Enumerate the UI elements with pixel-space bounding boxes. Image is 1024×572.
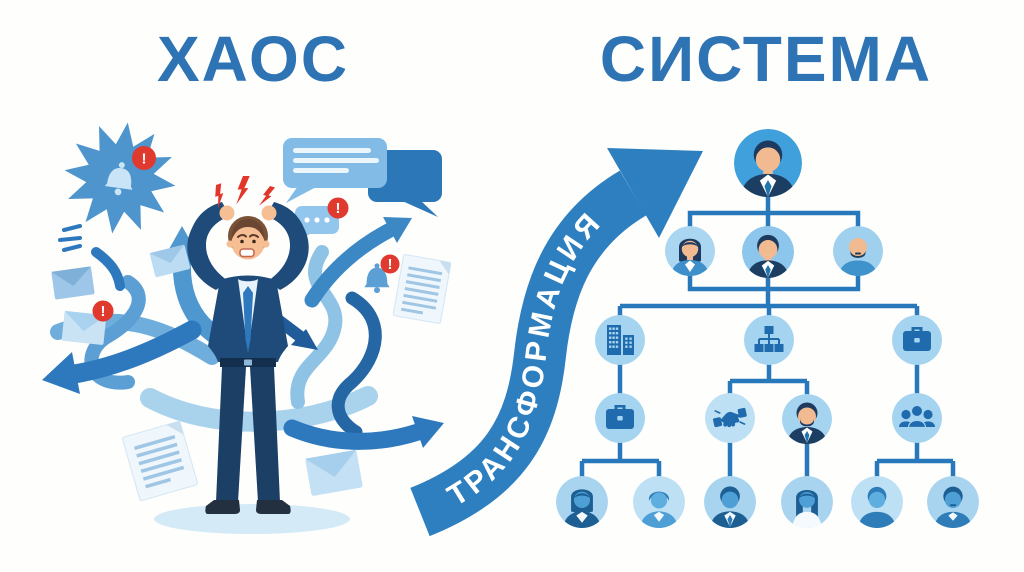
- eye: [240, 239, 244, 244]
- belt-buckle: [244, 359, 252, 366]
- arrowhead: [42, 352, 80, 394]
- node-team: [892, 393, 942, 443]
- node-circle: [892, 393, 942, 443]
- right-hand: [261, 205, 277, 221]
- node-employee-6: [927, 476, 979, 528]
- tangled-arrow: [84, 275, 146, 390]
- node-employee-5: [851, 476, 903, 528]
- envelope: [51, 266, 95, 300]
- node-ceo: [734, 129, 802, 198]
- org-connector: [874, 441, 956, 479]
- document: [392, 254, 452, 324]
- swoosh-line: [91, 247, 125, 291]
- speed-lines: [58, 224, 82, 252]
- node-manager-male: [742, 226, 794, 278]
- alert-glyph: !: [388, 256, 393, 273]
- fringe: [231, 219, 265, 240]
- alert-glyph: !: [101, 303, 106, 320]
- tangled-arrow: [304, 222, 398, 308]
- left-leg: [216, 367, 246, 502]
- node-employee-3: [704, 476, 756, 528]
- brow: [237, 234, 247, 238]
- node-employee-4: [781, 476, 833, 528]
- envelope-small: [149, 244, 191, 278]
- chat-bubble-light: [283, 138, 387, 203]
- brow: [249, 234, 259, 238]
- left-shoe: [205, 500, 240, 514]
- node-handshake: [705, 393, 755, 443]
- envelope-tilted: [305, 449, 363, 496]
- org-chart: [556, 129, 979, 528]
- tie: [243, 286, 253, 352]
- stressed-businessman: [187, 202, 309, 514]
- node-portfolio: [892, 315, 942, 365]
- right-leg: [250, 367, 280, 502]
- alert-glyph: !: [336, 200, 341, 217]
- arrowhead: [383, 217, 412, 243]
- tangled-arrow: [64, 320, 202, 384]
- stress-lightning: [215, 176, 276, 209]
- node-employee-2: [633, 476, 685, 528]
- node-employee-1: [556, 476, 608, 528]
- transformation-band: [409, 170, 647, 537]
- org-connector: [727, 363, 810, 403]
- alert-glyph: !: [142, 151, 147, 168]
- right-arm: [266, 202, 309, 290]
- alert-starburst-bell: [64, 122, 176, 234]
- arrowhead: [291, 329, 318, 350]
- alert-badge: !: [92, 300, 114, 322]
- bell-icon: [104, 162, 133, 196]
- system-title: СИСТЕМА: [599, 23, 933, 95]
- chaos-illustration: !: [42, 122, 452, 534]
- left-hand: [219, 205, 235, 221]
- notification-bell: [364, 263, 390, 294]
- chaos-title: ХАОС: [156, 23, 350, 95]
- tangled-arrow: [331, 291, 382, 439]
- tangled-arrow: [290, 245, 343, 409]
- node-briefcase: [595, 393, 645, 443]
- typing-bubble: [295, 206, 339, 242]
- alert-badge: !: [380, 254, 400, 274]
- ground-shadow: [154, 504, 350, 534]
- alert-badge: !: [132, 146, 156, 170]
- tangled-arrow: [283, 419, 427, 450]
- left-arm: [187, 202, 230, 290]
- node-structure: [744, 315, 794, 365]
- mouth: [239, 248, 255, 258]
- right-shoe: [256, 500, 291, 514]
- node-manager-bald: [833, 226, 883, 276]
- node-building: [595, 315, 645, 365]
- node-manager-female: [665, 226, 715, 276]
- node-lead-beard: [782, 394, 832, 444]
- transformation-arrowhead: [607, 148, 703, 238]
- eye: [252, 239, 256, 244]
- org-connector: [579, 441, 662, 479]
- alert-badge: !: [327, 197, 349, 219]
- document-tilted: [122, 420, 198, 502]
- arrowhead: [412, 416, 444, 448]
